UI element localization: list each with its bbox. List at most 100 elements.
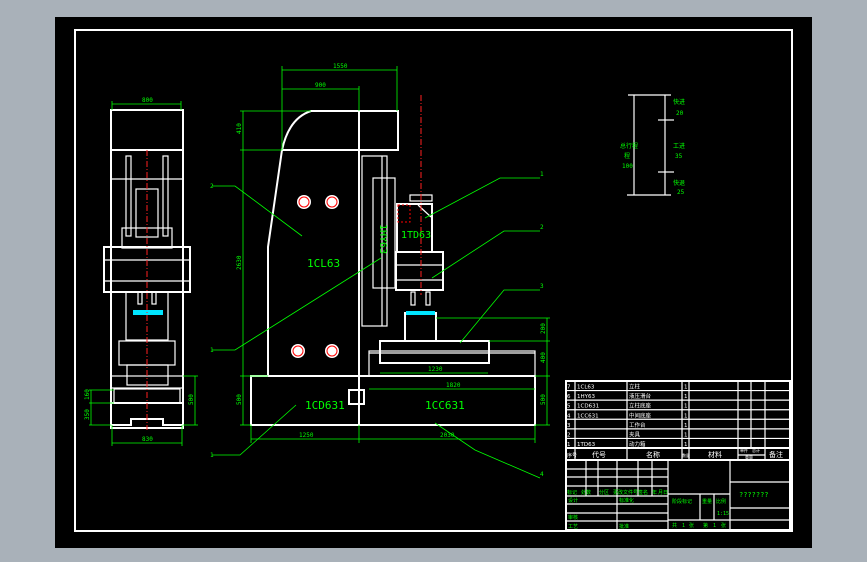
work-table (379, 340, 490, 364)
header-unit-weight: 单件 (740, 447, 748, 453)
tb-signature: 签名 (638, 489, 648, 496)
dim-1230: 1230 (428, 366, 443, 373)
tb-month: 月 (658, 490, 663, 496)
dim-500-right: 500 (540, 394, 547, 405)
tb-stage: 阶段标记 (672, 498, 692, 505)
label-total-stroke: 总行程 (620, 142, 638, 150)
tb-standardization: 标准化 (619, 497, 634, 504)
tb-mark: 标记 (567, 489, 577, 496)
bom-qty: 1 (684, 442, 688, 448)
tb-weight: 重量 (702, 498, 712, 505)
bom-no: 6 (567, 394, 571, 400)
tb-sheet-unit2: 张 (721, 522, 726, 529)
tb-sheet-total-n: 1 (682, 523, 685, 529)
balloon-6: 2 (210, 183, 214, 190)
machine-base (250, 375, 536, 426)
tb-scale-label: 比例 (716, 498, 726, 505)
dim-1550: 1550 (333, 63, 348, 70)
tb-design: 设计 (568, 497, 578, 504)
tb-approve: 批准 (619, 523, 629, 530)
balloon-1: 1 (540, 171, 544, 178)
bom-row: 2 夹具 1 (567, 430, 688, 438)
drawing-sheet (55, 17, 812, 548)
value-rapid-advance: 20 (676, 110, 684, 117)
dim-1820: 1820 (446, 382, 461, 389)
dim-500-left: 500 (236, 394, 243, 405)
tb-sheet-total: 共 (672, 522, 677, 529)
balloon-2: 2 (540, 224, 544, 231)
bom-qty: 1 (684, 394, 688, 400)
bom-no: 3 (567, 423, 571, 429)
bom-name: 立柱底座 (629, 402, 652, 410)
tb-sheet-unit: 张 (689, 522, 694, 529)
bom-name: 动力箱 (629, 440, 646, 448)
drill-tool (425, 291, 431, 306)
bom-name: 工作台 (629, 421, 646, 429)
drill-tool (410, 291, 416, 306)
header-code: 代号 (592, 450, 606, 459)
bom-code: 1TD63 (577, 442, 596, 448)
bom-name: 中间底座 (629, 411, 652, 419)
dim-830: 830 (142, 436, 153, 443)
bom-no: 4 (567, 413, 571, 419)
label-rapid-return: 快退 (673, 179, 685, 187)
dim-1250: 1250 (299, 432, 314, 439)
main-view: 1CL63 1HY63 1TD63 1CD631 1CC631 1550 900 (210, 63, 550, 479)
header-name: 名称 (646, 450, 660, 459)
balloon-3: 3 (540, 283, 544, 290)
bom-no: 2 (567, 432, 571, 438)
side-view: 800 830 160 350 500 (84, 97, 198, 446)
tb-year: 年 (652, 489, 657, 496)
dim-410: 410 (236, 123, 243, 134)
balloon-7: 1 (210, 452, 214, 459)
dim-800: 800 (142, 97, 153, 104)
label-head: 1TD63 (401, 230, 431, 241)
header-qty: 数量 (682, 452, 690, 458)
bom-code: 1CD631 (577, 404, 599, 410)
label-slide: 1HY63 (377, 224, 388, 254)
bom-qty: 1 (684, 423, 688, 429)
header-weight: 重量 (745, 454, 753, 460)
header-no: 序号 (567, 452, 577, 459)
bom-no: 1 (567, 442, 571, 448)
tb-sheet-no-n: 1 (713, 523, 716, 529)
drawing-border (74, 29, 793, 532)
tb-scale: 1:15 (717, 511, 729, 517)
bom-no: 7 (567, 385, 571, 391)
drawing-title: ??????? (739, 491, 769, 499)
bom-name: 夹具 (629, 430, 641, 438)
tb-zone: 分区 (599, 489, 609, 496)
bom-code: 1HY63 (577, 394, 595, 400)
bom-code: 1CC631 (577, 413, 599, 419)
header-material: 材料 (708, 450, 722, 459)
label-column: 1CL63 (307, 257, 340, 270)
tb-count: 处数 (581, 489, 591, 496)
bom-qty: 1 (684, 432, 688, 438)
slide-rail (361, 155, 388, 327)
bom-code: 1CL63 (577, 385, 595, 391)
slide-1hy63 (372, 177, 396, 289)
bom-qty: 1 (684, 413, 688, 419)
value-total-stroke: 100 (622, 163, 633, 170)
dim-400: 400 (540, 352, 547, 363)
bom-name: 立柱 (629, 383, 641, 391)
value-rapid-return: 25 (677, 189, 685, 196)
bolt-hole-icon (291, 195, 339, 358)
tb-process: 工艺 (568, 524, 578, 530)
value-work-feed: 35 (675, 153, 683, 160)
balloon-4: 4 (540, 471, 544, 478)
tb-change-doc: 更改文件号 (613, 489, 638, 496)
dim-2630: 2630 (236, 255, 243, 270)
label-base-left: 1CD631 (305, 399, 345, 412)
label-work-feed: 工进 (673, 142, 685, 150)
dim-900: 900 (315, 82, 326, 89)
bom-no: 5 (567, 404, 571, 410)
bom-row: 1 1TD63 动力箱 1 (567, 440, 688, 448)
bom-row: 4 1CC631 中间底座 1 (567, 411, 688, 419)
tb-sheet-no: 第 (703, 522, 708, 529)
